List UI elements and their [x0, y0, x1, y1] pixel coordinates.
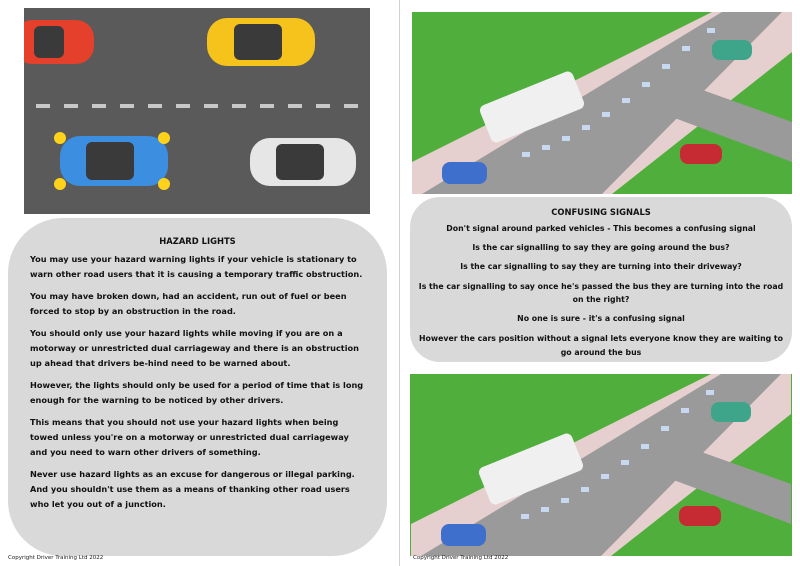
paragraph: This means that you should not use your … — [30, 417, 349, 457]
bus — [479, 71, 585, 143]
paragraph: However, the lights should only be used … — [30, 380, 364, 405]
paragraph: Is the car signalling to say once he's p… — [418, 282, 784, 304]
page-divider — [399, 0, 400, 566]
paragraph: Never use hazard lights as an excuse for… — [30, 469, 355, 509]
road-cars-illustration — [24, 8, 370, 214]
bus-junction-illustration-top — [412, 12, 792, 194]
bus-junction-illustration-bottom — [410, 374, 792, 556]
right-page: CONFUSING SIGNALS Don't signal around pa… — [401, 0, 800, 566]
paragraph: No one is sure - it's a confusing signal — [517, 314, 685, 323]
confusing-signals-title: CONFUSING SIGNALS — [551, 207, 651, 217]
hazard-lights-title: HAZARD LIGHTS — [159, 236, 236, 246]
confusing-signals-info-box: CONFUSING SIGNALS Don't signal around pa… — [410, 197, 792, 362]
hazard-lights-info-box: HAZARD LIGHTS You may use your hazard wa… — [8, 218, 387, 556]
copyright: Copyright Driver Training Ltd 2022 — [413, 555, 509, 561]
hazard-lights-road-image — [24, 18, 358, 190]
paragraph: However the cars position without a sign… — [419, 334, 783, 357]
paragraph: You may have broken down, had an acciden… — [30, 291, 347, 316]
copyright: Copyright Driver Training Ltd 2022 — [8, 555, 104, 561]
paragraph: You should only use your hazard lights w… — [30, 328, 359, 368]
bus — [478, 433, 584, 505]
left-page: HAZARD LIGHTS You may use your hazard wa… — [0, 0, 399, 566]
paragraph: You may use your hazard warning lights i… — [30, 254, 363, 279]
paragraph: Don't signal around parked vehicles - Th… — [446, 224, 756, 233]
paragraph: Is the car signalling to say they are tu… — [460, 262, 742, 271]
paragraph: Is the car signalling to say they are go… — [472, 243, 730, 252]
